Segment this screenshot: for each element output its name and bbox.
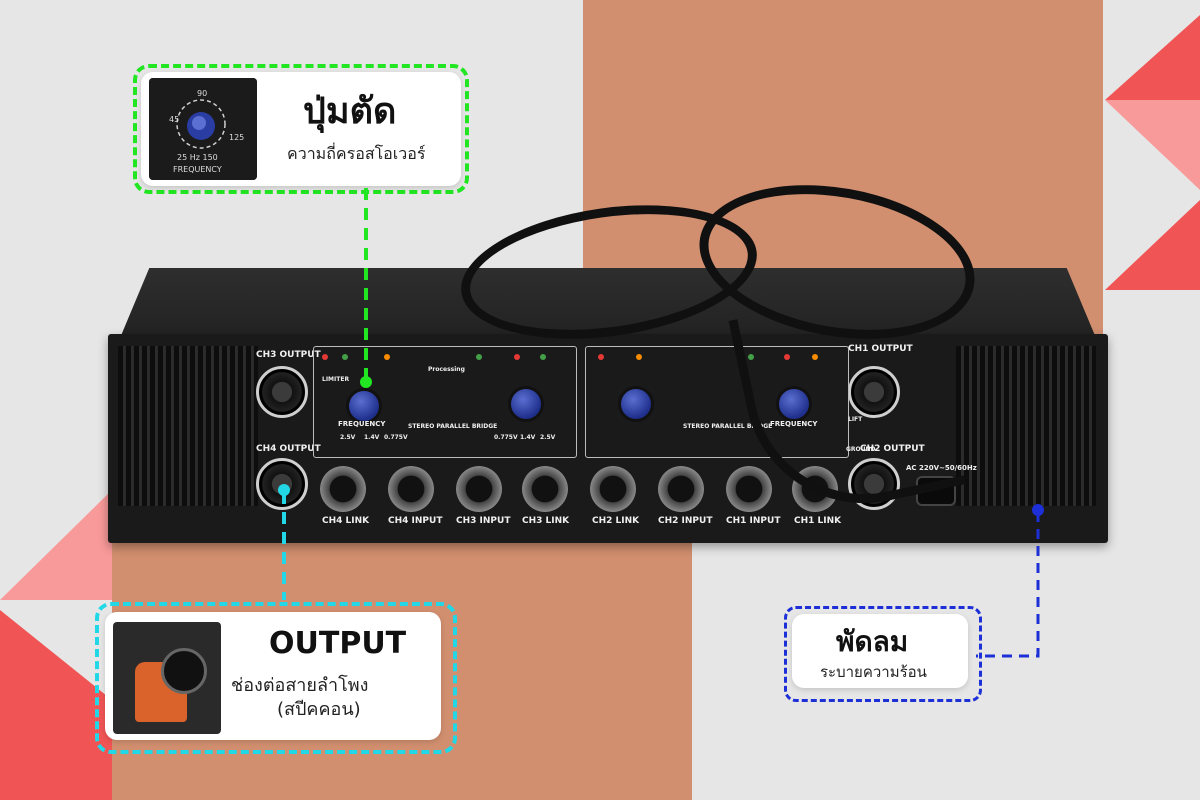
- output-subtitle-line-2: (สปีคคอน): [277, 699, 361, 720]
- sens-left-2: 1.4V: [364, 434, 380, 441]
- mode-label-left: STEREO PARALLEL BRIDGE: [408, 423, 498, 430]
- power-inlet: [916, 476, 956, 506]
- lift-label: LIFT: [848, 416, 863, 423]
- fan-title: พัดลม: [836, 625, 909, 658]
- crossover-callout-frame: [133, 64, 469, 194]
- thumbnail-right-mark: 125: [229, 133, 244, 142]
- ch4-frequency-knob: [508, 386, 544, 422]
- sens-left-1: 2.5V: [340, 434, 356, 441]
- xlr-ch1-input: [726, 466, 772, 512]
- xlr-ch4-link: [320, 466, 366, 512]
- sens-right-3: 2.5V: [540, 434, 556, 441]
- led-green-4: [748, 354, 754, 360]
- led-green-1: [342, 354, 348, 360]
- ch1-frequency-knob: [776, 386, 812, 422]
- top-right-red-triangle: [1105, 15, 1200, 100]
- label-ch2-input: CH2 INPUT: [658, 516, 713, 526]
- led-orange-1: [384, 354, 390, 360]
- amplifier-top-panel: [120, 268, 1096, 338]
- crossover-callout: 90 45 125 25 Hz 150 FREQUENCY ปุ่มตัด คว…: [141, 72, 461, 186]
- led-red-4: [784, 354, 790, 360]
- ch4-output-label: CH4 OUTPUT: [256, 444, 321, 454]
- fan-subtitle: ระบายความร้อน: [820, 663, 927, 681]
- frequency-label-left: FREQUENCY: [338, 420, 386, 428]
- output-callout-frame: [95, 602, 457, 754]
- output-thumbnail: [113, 622, 221, 734]
- output-subtitle-line-1: ช่องต่อสายลำโพง: [231, 675, 369, 696]
- power-label: AC 220V~50/60Hz: [906, 464, 977, 472]
- thumbnail-knob-cap: [192, 116, 206, 130]
- led-green-3: [540, 354, 546, 360]
- led-green-2: [476, 354, 482, 360]
- crossover-subtitle: ความถี่ครอสโอเวอร์: [287, 144, 426, 163]
- label-ch1-link: CH1 LINK: [794, 516, 842, 526]
- limiter-label: LIMITER: [322, 376, 350, 383]
- xlr-ch2-input: [658, 466, 704, 512]
- left-red-triangle: [0, 610, 112, 800]
- mode-label-right: STEREO PARALLEL BRIDGE: [683, 423, 773, 430]
- right-red-triangle: [1105, 200, 1200, 290]
- thumbnail-frequency-text: FREQUENCY: [173, 165, 222, 174]
- right-control-box: [585, 346, 849, 458]
- right-vent: [956, 346, 1096, 506]
- ground-label: GROUND: [846, 446, 876, 453]
- left-pink-triangle: [0, 490, 112, 600]
- label-ch1-input: CH1 INPUT: [726, 516, 781, 526]
- label-ch2-link: CH2 LINK: [592, 516, 640, 526]
- thumbnail-top-mark: 90: [197, 89, 207, 98]
- output-title: OUTPUT: [269, 626, 407, 661]
- sens-left-3: 0.775V: [384, 434, 408, 441]
- left-control-box: [313, 346, 577, 458]
- xlr-ch3-link: [522, 466, 568, 512]
- crossover-thumbnail: 90 45 125 25 Hz 150 FREQUENCY: [149, 78, 257, 180]
- xlr-ch3-input: [456, 466, 502, 512]
- ch3-output-jack: [256, 366, 308, 418]
- ch1-output-label: CH1 OUTPUT: [848, 344, 913, 354]
- xlr-ch1-link: [792, 466, 838, 512]
- xlr-ch4-input: [388, 466, 434, 512]
- led-orange-2: [636, 354, 642, 360]
- thumbnail-knob-ring: [176, 99, 226, 149]
- ch2-frequency-knob: [618, 386, 654, 422]
- sens-right-1: 0.775V: [494, 434, 518, 441]
- ch2-output-label: CH2 OUTPUT: [860, 444, 925, 454]
- left-vent: [118, 346, 258, 506]
- crossover-title: ปุ่มตัด: [303, 91, 397, 132]
- led-red-3: [598, 354, 604, 360]
- ch2-output-jack: [848, 458, 900, 510]
- sens-right-2: 1.4V: [520, 434, 536, 441]
- fan-callout: พัดลม ระบายความร้อน: [792, 614, 968, 688]
- output-callout: OUTPUT ช่องต่อสายลำโพง (สปีคคอน): [105, 612, 441, 740]
- led-orange-3: [812, 354, 818, 360]
- ch1-output-jack: [848, 366, 900, 418]
- label-ch4-link: CH4 LINK: [322, 516, 370, 526]
- ch4-output-jack: [256, 458, 308, 510]
- xlr-ch2-link: [590, 466, 636, 512]
- ch3-output-label: CH3 OUTPUT: [256, 350, 321, 360]
- thumbnail-speakon-socket: [161, 648, 207, 694]
- led-red-1: [322, 354, 328, 360]
- frequency-label-right: FREQUENCY: [770, 420, 818, 428]
- label-ch3-link: CH3 LINK: [522, 516, 570, 526]
- label-ch3-input: CH3 INPUT: [456, 516, 511, 526]
- frequency-knob-thumbnail: 90 45 125 25 Hz 150 FREQUENCY: [149, 78, 257, 180]
- label-ch4-input: CH4 INPUT: [388, 516, 443, 526]
- processing-label: Processing: [428, 366, 465, 373]
- amplifier: CH3 OUTPUT CH4 OUTPUT CH1 OUTPUT CH2 OUT…: [108, 164, 1108, 543]
- top-right-pink-triangle: [1105, 100, 1200, 190]
- thumbnail-hz-text: 25 Hz 150: [177, 153, 218, 162]
- ch3-frequency-knob: [346, 388, 382, 424]
- thumbnail-left-mark: 45: [169, 115, 179, 124]
- led-red-2: [514, 354, 520, 360]
